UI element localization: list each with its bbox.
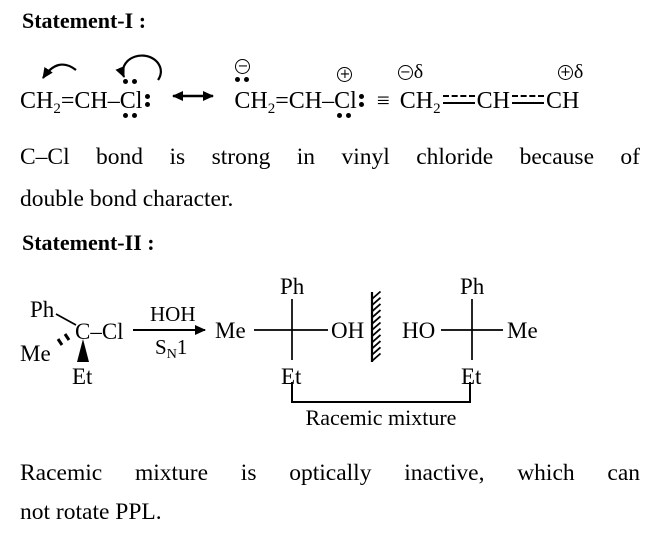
racemic-bracket [291, 382, 471, 403]
formula-text: CH [20, 88, 54, 114]
resonance-arrow-icon [172, 91, 215, 101]
body-text-line: C–Cl bond is strong in vinyl chloride be… [20, 144, 640, 170]
formula-text: =CH–Cl [275, 88, 357, 114]
body-text-line: not rotate PPL. [20, 499, 162, 525]
statement-1-body: C–Cl bond is strong in vinyl chloride be… [20, 136, 640, 220]
racemic-mixture-label: Racemic mixture [305, 405, 457, 430]
reactant-c-cl-label: C–Cl [75, 319, 124, 344]
ph-c-bond [55, 313, 77, 326]
statement-1-heading: Statement-I : [22, 8, 147, 33]
formula-text: CH [476, 88, 510, 114]
sn1-reaction-diagram: Ph C–Cl Me Et HOH SN1 Ph Me OH Et Ph HO … [0, 268, 660, 440]
hash-wedge-bond [63, 333, 71, 341]
lone-pair-dots [337, 113, 343, 118]
formula-subscript: 2 [53, 101, 61, 117]
hash-wedge-bond [56, 338, 64, 346]
product2-et-label: Et [461, 364, 482, 389]
product1-ph-label: Ph [280, 274, 305, 299]
mechanism-1: 1 [176, 335, 188, 359]
mirror-plane-icon [370, 290, 382, 362]
formula-text: CH [545, 88, 580, 114]
formula-text: =CH–Cl [60, 88, 143, 114]
mechanism-label: SN1 [155, 337, 187, 362]
lone-pair-dots [123, 113, 128, 118]
lone-pair-dots [123, 79, 128, 84]
product2-ho-label: HO [402, 318, 436, 343]
bond-lines-overlay [55, 290, 503, 403]
product2-ph-label: Ph [460, 274, 485, 299]
partial-positive-charge: +δ [557, 61, 584, 83]
body-text-line: double bond character. [20, 186, 234, 212]
mechanism-n-subscript: N [166, 347, 177, 362]
product1-oh-label: OH [331, 318, 365, 343]
reactant-me-label: Me [20, 341, 51, 366]
positive-charge-icon: + [557, 64, 573, 80]
statement-2-heading: Statement-II : [22, 230, 155, 255]
formula-text: CH [234, 88, 268, 114]
reactant-et-label: Et [72, 364, 93, 389]
product1-et-label: Et [281, 364, 302, 389]
statement-2-body: Racemic mixture is optically inactive, w… [20, 454, 640, 532]
curved-arrow-icon [42, 63, 77, 79]
partial-double-bond [511, 89, 545, 109]
lone-pair-dots [145, 94, 150, 99]
formula-text: CH [399, 88, 434, 114]
negative-charge-icon: − [235, 59, 251, 74]
lone-pair-dots [235, 77, 241, 82]
negative-charge-icon: − [397, 64, 413, 80]
solid-wedge-bond [77, 339, 89, 362]
delta-symbol: δ [573, 61, 584, 83]
charged-resonance-structure: − + CH2=CH–Cl [234, 59, 365, 118]
formula-subscript: 2 [267, 101, 276, 117]
partial-double-bond [442, 89, 476, 109]
product2-me-label: Me [507, 318, 538, 343]
body-text-line: Racemic mixture is optically inactive, w… [20, 460, 640, 486]
lone-pair-dots [359, 94, 365, 99]
vinyl-chloride-structure: CH2=CH–Cl [20, 54, 162, 118]
formula-subscript: 2 [433, 101, 441, 117]
partial-negative-charge: −δ [397, 61, 424, 83]
product1-me-label: Me [215, 318, 246, 343]
delta-symbol: δ [413, 61, 424, 83]
reactant-ph-label: Ph [30, 297, 55, 322]
equivalence-sign: ≡ [376, 88, 390, 113]
mechanism-s: S [155, 335, 167, 359]
positive-charge-icon: + [337, 67, 353, 82]
curved-arrow-icon [115, 54, 162, 81]
reagent-label: HOH [150, 302, 196, 326]
